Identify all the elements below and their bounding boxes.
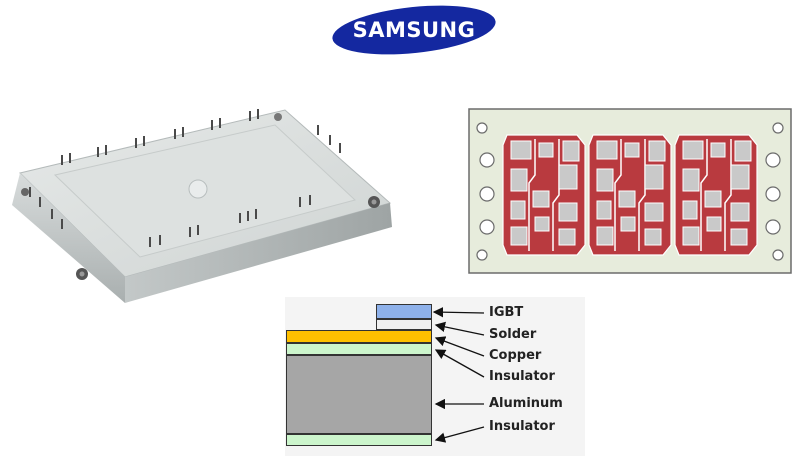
label-insulator-bottom: Insulator bbox=[489, 419, 555, 434]
igbt-layer bbox=[376, 304, 432, 319]
semiconductor-die bbox=[730, 202, 750, 222]
semiconductor-die bbox=[710, 142, 726, 158]
semiconductor-die bbox=[596, 200, 612, 220]
semiconductor-die bbox=[682, 140, 704, 160]
semiconductor-die bbox=[706, 216, 722, 232]
igbt-module-photo bbox=[0, 95, 400, 310]
substrate-layout bbox=[465, 105, 795, 277]
semiconductor-die bbox=[644, 164, 664, 190]
semiconductor-die bbox=[596, 168, 614, 192]
semiconductor-die bbox=[596, 140, 618, 160]
label-aluminum: Aluminum bbox=[489, 396, 563, 411]
label-insulator-top: Insulator bbox=[489, 369, 555, 384]
semiconductor-die bbox=[558, 228, 576, 246]
semiconductor-die bbox=[734, 140, 752, 162]
semiconductor-die bbox=[682, 200, 698, 220]
semiconductor-die bbox=[534, 216, 550, 232]
semiconductor-die bbox=[558, 202, 578, 222]
semiconductor-die bbox=[730, 164, 750, 190]
logo-ellipse bbox=[332, 5, 496, 55]
semiconductor-die bbox=[682, 226, 700, 246]
substrate-holes bbox=[476, 122, 784, 261]
module-pins bbox=[29, 109, 341, 247]
semiconductor-die bbox=[510, 226, 528, 246]
semiconductor-die bbox=[510, 140, 532, 160]
mount-hole bbox=[371, 199, 377, 205]
semiconductor-die bbox=[648, 140, 666, 162]
copper-layer bbox=[286, 330, 432, 343]
semiconductor-die bbox=[682, 168, 700, 192]
module-center-mark bbox=[188, 179, 208, 199]
semiconductor-die bbox=[558, 164, 578, 190]
semiconductor-die bbox=[538, 142, 554, 158]
semiconductor-die bbox=[596, 226, 614, 246]
semiconductor-die bbox=[644, 228, 662, 246]
label-igbt: IGBT bbox=[489, 305, 524, 320]
semiconductor-die bbox=[704, 190, 722, 208]
insulator-top-layer bbox=[286, 343, 432, 355]
semiconductor-die bbox=[510, 200, 526, 220]
semiconductor-die bbox=[620, 216, 636, 232]
aluminum-layer bbox=[286, 355, 432, 434]
semiconductor-die bbox=[618, 190, 636, 208]
label-copper: Copper bbox=[489, 348, 542, 363]
solder-layer bbox=[376, 319, 432, 330]
samsung-logo: SAMSUNG bbox=[330, 2, 498, 58]
label-solder: Solder bbox=[489, 327, 537, 342]
semiconductor-die bbox=[510, 168, 528, 192]
semiconductor-die bbox=[532, 190, 550, 208]
semiconductor-die bbox=[644, 202, 664, 222]
insulator-bottom-layer bbox=[286, 434, 432, 446]
semiconductor-die bbox=[562, 140, 580, 162]
mount-hole bbox=[79, 271, 85, 277]
semiconductor-die bbox=[624, 142, 640, 158]
module-side-face bbox=[125, 203, 392, 303]
logo-text: SAMSUNG bbox=[353, 18, 476, 42]
mount-hole bbox=[21, 188, 29, 196]
semiconductor-die bbox=[730, 228, 748, 246]
mount-hole bbox=[274, 113, 282, 121]
